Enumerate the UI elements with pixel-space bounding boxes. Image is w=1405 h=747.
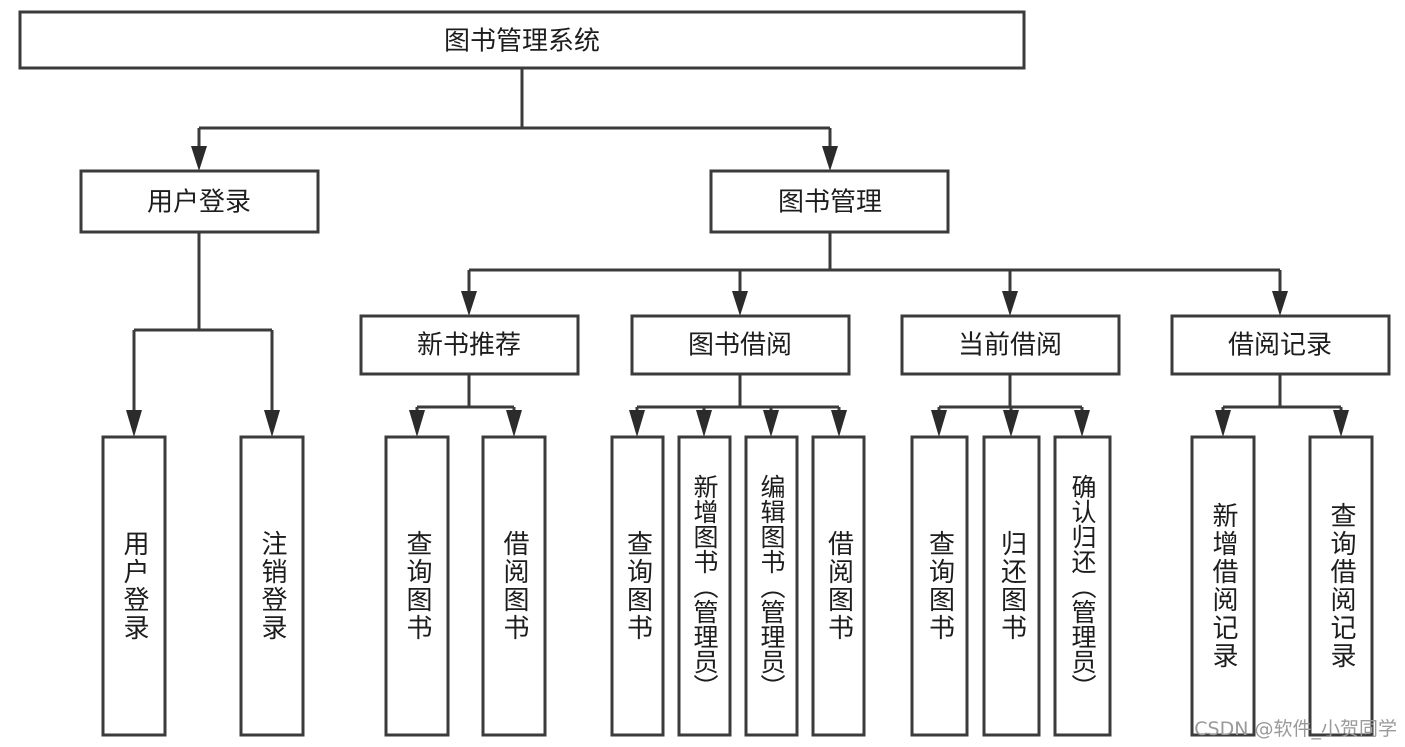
node-borrow-record-label: 借阅记录 bbox=[1228, 331, 1332, 361]
node-book-manage-label: 图书管理 bbox=[778, 188, 882, 218]
node-user-login[interactable]: 用户登录 bbox=[79, 169, 320, 234]
edges-group bbox=[126, 68, 1349, 437]
node-user-login-label: 用户登录 bbox=[147, 188, 251, 218]
arrow-to-book-borrow bbox=[732, 291, 748, 316]
node-current-borrow-label: 当前借阅 bbox=[958, 331, 1062, 361]
node-book-manage[interactable]: 图书管理 bbox=[709, 169, 950, 234]
node-leaf-query-book-rec-box[interactable] bbox=[384, 435, 450, 737]
node-leaf-query-book-cur-box[interactable] bbox=[910, 435, 969, 737]
arrow-to-leaf-borrow-book bbox=[831, 410, 847, 437]
node-root[interactable]: 图书管理系统 bbox=[18, 10, 1026, 70]
arrow-to-new-book-rec bbox=[461, 291, 477, 316]
arrow-to-leaf-add-book bbox=[696, 410, 712, 437]
node-borrow-record[interactable]: 借阅记录 bbox=[1170, 314, 1391, 376]
node-leaf-add-record-box[interactable] bbox=[1190, 435, 1256, 737]
arrow-to-leaf-query-record bbox=[1333, 410, 1349, 437]
arrow-to-leaf-query-book-borrow bbox=[629, 410, 645, 437]
arrow-to-leaf-query-book-cur bbox=[931, 410, 947, 437]
node-new-book-rec-label: 新书推荐 bbox=[417, 331, 521, 361]
arrow-to-leaf-user-logout bbox=[264, 410, 280, 437]
node-new-book-rec[interactable]: 新书推荐 bbox=[359, 314, 580, 376]
node-leaf-borrow-book-rec-box[interactable] bbox=[481, 435, 547, 737]
node-leaf-confirm-return-box[interactable] bbox=[1053, 435, 1112, 737]
arrow-to-leaf-query-book-rec bbox=[409, 410, 425, 437]
node-book-borrow[interactable]: 图书借阅 bbox=[630, 314, 851, 376]
node-leaf-add-book-box[interactable] bbox=[677, 435, 732, 737]
arrow-to-borrow-record bbox=[1272, 291, 1288, 316]
node-leaf-edit-book-box[interactable] bbox=[744, 435, 799, 737]
arrow-to-leaf-edit-book bbox=[763, 410, 779, 437]
node-current-borrow-box[interactable] bbox=[900, 314, 1121, 376]
node-book-manage-box[interactable] bbox=[709, 169, 950, 234]
arrow-to-leaf-return-book bbox=[1003, 410, 1019, 437]
node-current-borrow[interactable]: 当前借阅 bbox=[900, 314, 1121, 376]
arrow-to-leaf-add-record bbox=[1215, 410, 1231, 437]
node-leaf-user-login-box[interactable] bbox=[101, 435, 167, 737]
leaf-boxes-group bbox=[101, 435, 1374, 737]
node-root-label: 图书管理系统 bbox=[444, 27, 600, 57]
arrow-to-current-borrow bbox=[1002, 291, 1018, 316]
node-user-login-box[interactable] bbox=[79, 169, 320, 234]
node-borrow-record-box[interactable] bbox=[1170, 314, 1391, 376]
node-leaf-query-book-borrow-box[interactable] bbox=[610, 435, 665, 737]
node-book-borrow-label: 图书借阅 bbox=[688, 331, 792, 361]
arrow-to-leaf-confirm-return bbox=[1074, 410, 1090, 437]
arrow-to-user-login bbox=[191, 146, 207, 171]
node-root-box[interactable] bbox=[18, 10, 1026, 70]
node-leaf-borrow-book-box[interactable] bbox=[811, 435, 866, 737]
node-leaf-user-logout-box[interactable] bbox=[239, 435, 305, 737]
node-new-book-rec-box[interactable] bbox=[359, 314, 580, 376]
arrow-to-leaf-user-login bbox=[126, 410, 142, 437]
node-leaf-return-book-box[interactable] bbox=[982, 435, 1041, 737]
arrow-to-leaf-borrow-book-rec bbox=[506, 410, 522, 437]
watermark-text: CSDN @软件_小贺同学 bbox=[1194, 718, 1397, 740]
node-book-borrow-box[interactable] bbox=[630, 314, 851, 376]
arrow-to-book-manage bbox=[822, 146, 838, 171]
node-leaf-query-record-box[interactable] bbox=[1308, 435, 1374, 737]
